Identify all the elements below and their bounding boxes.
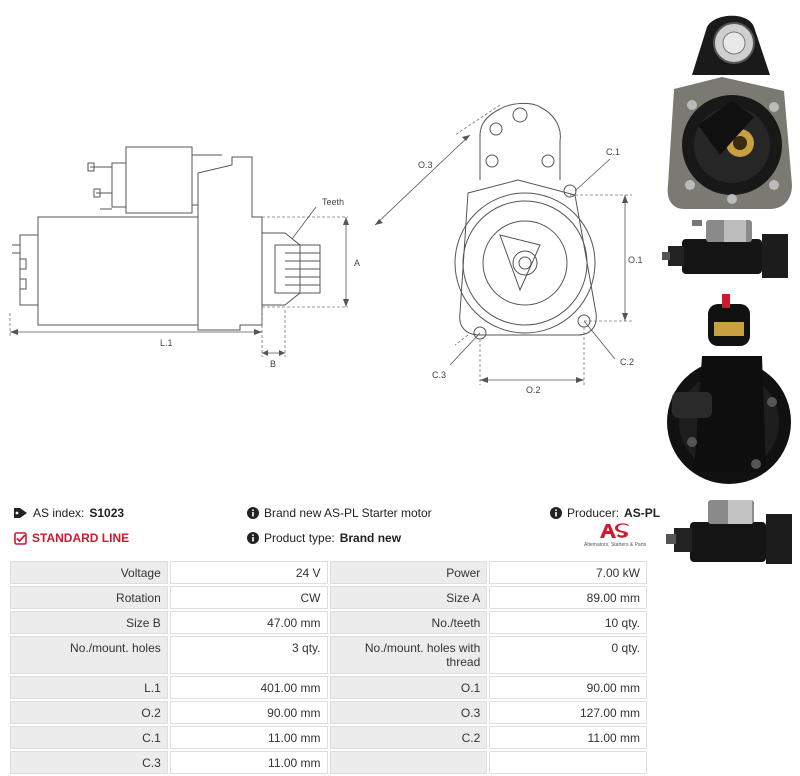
spec-label: O.3 bbox=[329, 701, 488, 724]
dim-c1-label: C.1 bbox=[606, 147, 620, 157]
spec-label: Voltage bbox=[10, 561, 168, 584]
description-text: Brand new AS-PL Starter motor bbox=[264, 506, 432, 520]
spec-label: Size A bbox=[329, 586, 488, 609]
as-index-label: AS index: bbox=[33, 506, 85, 520]
table-row: Rotation CW Size A 89.00 mm bbox=[10, 586, 647, 609]
spec-label: C.3 bbox=[10, 751, 168, 774]
as-index: AS index: S1023 bbox=[14, 506, 124, 520]
table-row: O.2 90.00 mm O.3 127.00 mm bbox=[10, 701, 647, 724]
spec-label bbox=[329, 751, 488, 774]
spec-label: Power bbox=[329, 561, 488, 584]
spec-value: 11.00 mm bbox=[169, 726, 328, 749]
spec-label: O.1 bbox=[329, 676, 488, 699]
spec-value: 90.00 mm bbox=[489, 676, 647, 699]
dim-a-label: A bbox=[354, 258, 360, 268]
spec-label: No./mount. holes with thread bbox=[329, 636, 488, 674]
as-logo-mark bbox=[600, 523, 629, 538]
table-row: C.1 11.00 mm C.2 11.00 mm bbox=[10, 726, 647, 749]
spec-value: 127.00 mm bbox=[489, 701, 647, 724]
spec-label: L.1 bbox=[10, 676, 168, 699]
spec-value: 11.00 mm bbox=[169, 751, 328, 774]
as-index-value: S1023 bbox=[89, 506, 125, 520]
spec-value: 7.00 kW bbox=[489, 561, 647, 584]
spec-value: 90.00 mm bbox=[169, 701, 328, 724]
spec-value: 10 qty. bbox=[489, 611, 647, 634]
as-logo-tagline: Alternators, Starters & Parts bbox=[584, 542, 647, 548]
dim-o1-label: O.1 bbox=[628, 255, 643, 265]
standard-line: STANDARD LINE bbox=[14, 531, 129, 545]
table-row: Size B 47.00 mm No./teeth 10 qty. bbox=[10, 611, 647, 634]
spec-label: Size B bbox=[10, 611, 168, 634]
spec-label: C.2 bbox=[329, 726, 488, 749]
product-photo-front bbox=[667, 15, 792, 209]
spec-label: Rotation bbox=[10, 586, 168, 609]
standard-line-label: STANDARD LINE bbox=[32, 531, 130, 545]
product-type: Product type: Brand new bbox=[247, 531, 401, 545]
producer-value: AS-PL bbox=[624, 506, 661, 520]
as-logo: Alternators, Starters & Parts bbox=[584, 522, 650, 554]
producer-label: Producer: bbox=[567, 506, 620, 520]
spec-value: 24 V bbox=[169, 561, 328, 584]
spec-value: 0 qty. bbox=[489, 636, 647, 674]
table-row: C.3 11.00 mm bbox=[10, 751, 647, 774]
spec-label: C.1 bbox=[10, 726, 168, 749]
spec-value bbox=[489, 751, 647, 774]
spec-value: 89.00 mm bbox=[489, 586, 647, 609]
product-description: Brand new AS-PL Starter motor bbox=[247, 506, 432, 520]
dim-c2-label: C.2 bbox=[620, 357, 634, 367]
teeth-label: Teeth bbox=[322, 197, 344, 207]
spec-value: 401.00 mm bbox=[169, 676, 328, 699]
dim-l1-label: L.1 bbox=[160, 338, 173, 348]
table-row: No./mount. holes 3 qty. No./mount. holes… bbox=[10, 636, 647, 674]
front-view-drawing: O.3 C.1 O.1 C.2 C.3 O.2 bbox=[374, 102, 643, 395]
product-photo-side-1 bbox=[662, 220, 788, 278]
info-circle-icon bbox=[247, 532, 259, 544]
product-photo-rear bbox=[667, 294, 791, 484]
dim-b-label: B bbox=[270, 359, 276, 369]
spec-value: CW bbox=[169, 586, 328, 609]
producer: Producer: AS-PL bbox=[550, 506, 660, 520]
dim-o3-label: O.3 bbox=[418, 160, 433, 170]
info-circle-icon bbox=[550, 507, 562, 519]
dim-c3-label: C.3 bbox=[432, 370, 446, 380]
spec-label: O.2 bbox=[10, 701, 168, 724]
dim-o2-label: O.2 bbox=[526, 385, 541, 395]
spec-label: No./teeth bbox=[329, 611, 488, 634]
spec-value: 11.00 mm bbox=[489, 726, 647, 749]
product-type-label: Product type: bbox=[264, 531, 335, 545]
table-row: L.1 401.00 mm O.1 90.00 mm bbox=[10, 676, 647, 699]
product-type-value: Brand new bbox=[339, 531, 402, 545]
side-view-drawing: Teeth A L.1 B bbox=[9, 146, 360, 369]
spec-value: 3 qty. bbox=[169, 636, 328, 674]
spec-value: 47.00 mm bbox=[169, 611, 328, 634]
check-square-icon bbox=[14, 531, 27, 545]
table-row: Voltage 24 V Power 7.00 kW bbox=[10, 561, 647, 584]
spec-label: No./mount. holes bbox=[10, 636, 168, 674]
info-circle-icon bbox=[247, 507, 259, 519]
product-photo-side-2 bbox=[666, 500, 792, 564]
specifications-table: Voltage 24 V Power 7.00 kW Rotation CW S… bbox=[8, 559, 649, 776]
tag-icon bbox=[14, 508, 27, 518]
